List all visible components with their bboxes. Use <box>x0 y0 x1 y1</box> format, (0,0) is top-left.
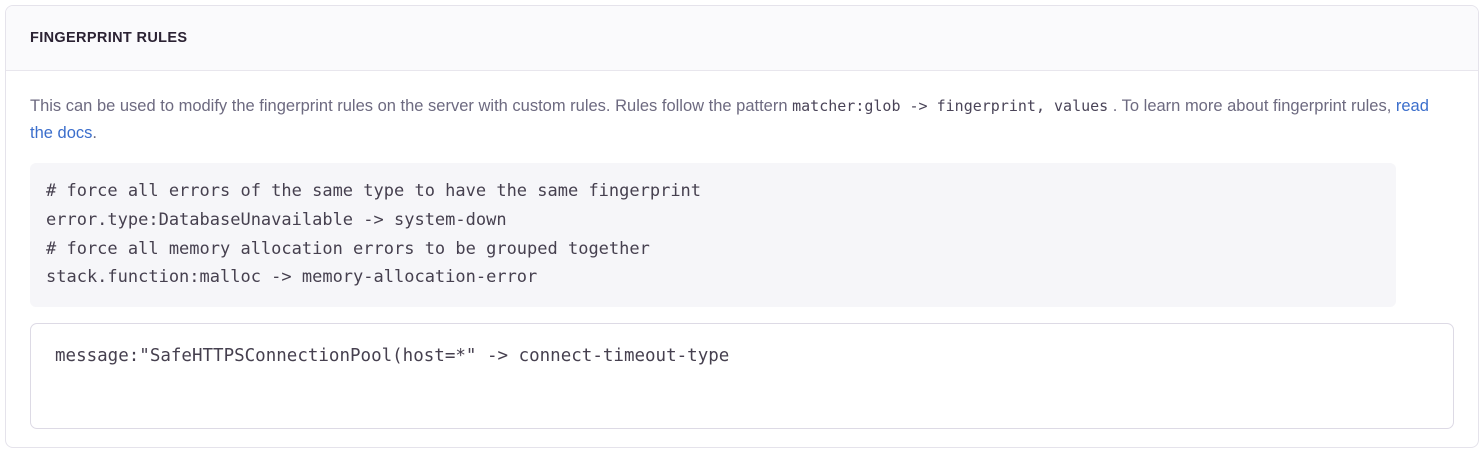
panel-body: This can be used to modify the fingerpri… <box>6 71 1478 429</box>
fingerprint-rules-panel: FINGERPRINT RULES This can be used to mo… <box>5 5 1479 448</box>
inline-code-pattern: matcher:glob -> fingerprint, values <box>792 97 1109 115</box>
example-rules-code-block: # force all errors of the same type to h… <box>30 163 1396 307</box>
page-title: FINGERPRINT RULES <box>30 29 188 46</box>
description-part-one: This can be used to modify the fingerpri… <box>30 97 793 115</box>
description-text: This can be used to modify the fingerpri… <box>30 93 1430 146</box>
description-part-three: . <box>92 123 97 142</box>
fingerprint-rules-input[interactable] <box>30 322 1454 429</box>
description-part-two: . To learn more about fingerprint rules, <box>1108 97 1396 115</box>
read-the-docs-link[interactable]: read the docs <box>30 97 1429 142</box>
panel-header: FINGERPRINT RULES <box>6 6 1478 71</box>
